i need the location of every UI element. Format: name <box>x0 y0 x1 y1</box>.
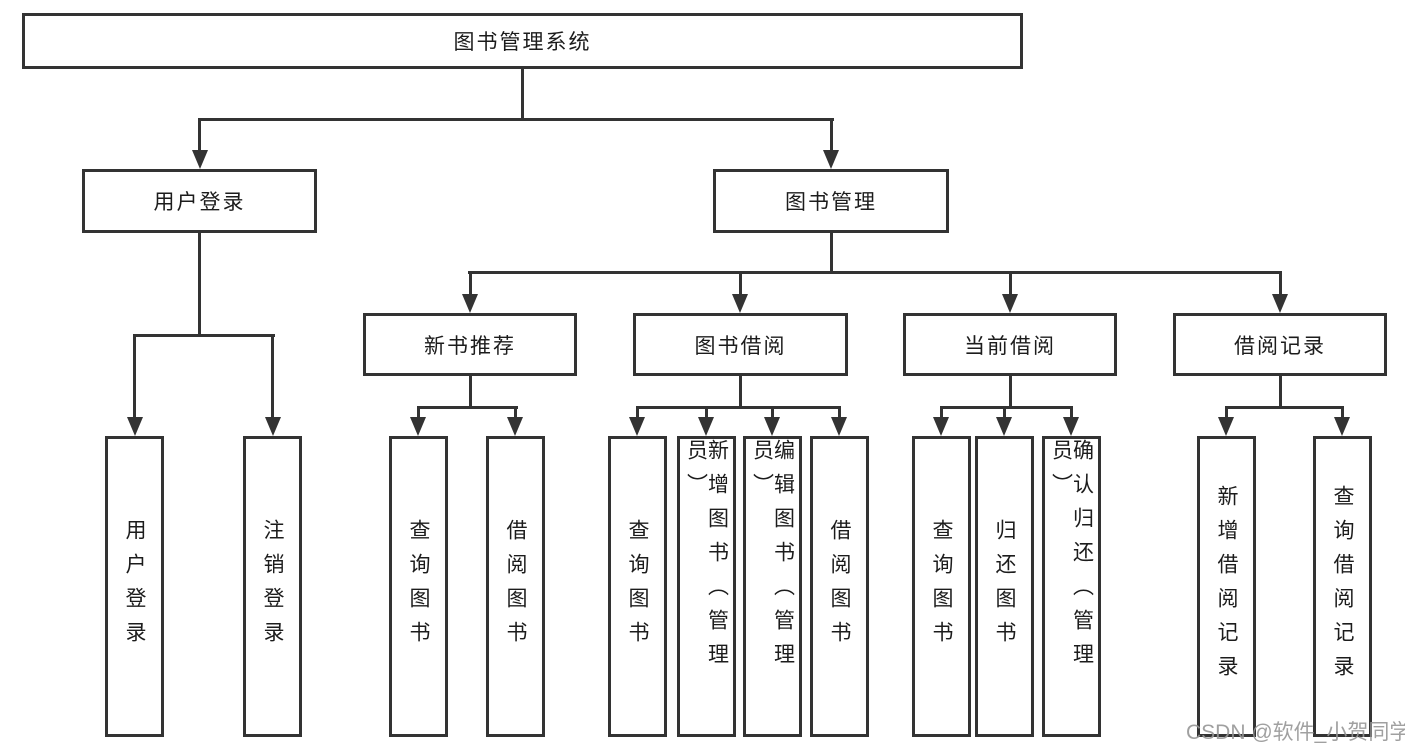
leaf-borrowing-borrow-books-label: 借阅图书 <box>828 518 851 655</box>
leaf-recommend-borrow-books-label: 借阅图书 <box>504 518 527 655</box>
node-current-borrowing: 当前借阅 <box>903 313 1117 376</box>
leaf-query-borrow-record: 查询借阅记录 <box>1313 436 1372 737</box>
connector-line <box>417 409 420 417</box>
connector-line <box>1009 274 1012 294</box>
arrow-down-icon <box>764 417 780 436</box>
connector-line <box>739 274 742 294</box>
connector-line <box>771 409 774 417</box>
connector-line <box>739 376 742 406</box>
leaf-confirm-return-admin-label: 确认归还（管理员） <box>1049 439 1094 677</box>
leaf-current-query-books-label: 查询图书 <box>930 518 953 655</box>
arrow-down-icon <box>1002 294 1018 313</box>
node-new-book-recommend: 新书推荐 <box>363 313 577 376</box>
node-library-system-label: 图书管理系统 <box>453 31 592 54</box>
connector-line <box>636 406 841 409</box>
node-user-login-label: 用户登录 <box>153 191 246 214</box>
csdn-watermark: CSDN @软件_小贺同学 <box>1186 721 1405 744</box>
leaf-recommend-borrow-books: 借阅图书 <box>486 436 545 737</box>
leaf-borrowing-query-books-label: 查询图书 <box>626 518 649 655</box>
connector-line <box>271 337 274 417</box>
arrow-down-icon <box>1272 294 1288 313</box>
leaf-current-query-books: 查询图书 <box>912 436 971 737</box>
node-new-book-recommend-label: 新书推荐 <box>424 334 516 358</box>
arrow-down-icon <box>1218 417 1234 436</box>
arrow-down-icon <box>127 417 143 436</box>
connector-line <box>705 409 708 417</box>
connector-line <box>198 121 201 150</box>
connector-line <box>940 409 943 417</box>
connector-line <box>636 409 639 417</box>
arrow-down-icon <box>410 417 426 436</box>
connector-line <box>514 409 517 417</box>
connector-line <box>198 118 834 121</box>
arrow-down-icon <box>192 150 208 169</box>
arrow-down-icon <box>1334 417 1350 436</box>
leaf-logout: 注销登录 <box>243 436 302 737</box>
node-book-borrowing-label: 图书借阅 <box>694 334 787 358</box>
leaf-recommend-query-books: 查询图书 <box>389 436 448 737</box>
connector-line <box>838 409 841 417</box>
arrow-down-icon <box>732 294 748 313</box>
connector-line <box>521 69 524 118</box>
leaf-recommend-query-books-label: 查询图书 <box>407 518 430 655</box>
leaf-return-books: 归还图书 <box>975 436 1034 737</box>
arrow-down-icon <box>933 417 949 436</box>
node-library-system: 图书管理系统 <box>22 13 1023 69</box>
connector-line <box>468 271 1282 274</box>
leaf-logout-label: 注销登录 <box>261 518 284 655</box>
arrow-down-icon <box>265 417 281 436</box>
arrow-down-icon <box>996 417 1012 436</box>
connector-line <box>1225 406 1344 409</box>
node-book-management-label: 图书管理 <box>785 191 877 214</box>
node-user-login: 用户登录 <box>82 169 317 233</box>
connector-line <box>1341 409 1344 417</box>
connector-line <box>1009 376 1012 406</box>
node-borrowing-records: 借阅记录 <box>1173 313 1387 376</box>
node-book-management: 图书管理 <box>713 169 949 233</box>
arrow-down-icon <box>831 417 847 436</box>
connector-line <box>1279 376 1282 406</box>
connector-line <box>469 376 472 406</box>
leaf-confirm-return-admin: 确认归还（管理员） <box>1042 436 1101 737</box>
arrow-down-icon <box>507 417 523 436</box>
connector-line <box>133 334 275 337</box>
connector-line <box>1003 409 1006 417</box>
leaf-borrowing-query-books: 查询图书 <box>608 436 667 737</box>
connector-line <box>830 233 833 271</box>
connector-line <box>830 121 833 150</box>
arrow-down-icon <box>1063 417 1079 436</box>
connector-line <box>133 337 136 417</box>
leaf-user-login: 用户登录 <box>105 436 164 737</box>
leaf-add-borrow-record-label: 新增借阅记录 <box>1215 484 1238 689</box>
arrow-down-icon <box>629 417 645 436</box>
connector-line <box>469 274 472 294</box>
connector-line <box>417 406 518 409</box>
connector-line <box>1225 409 1228 417</box>
leaf-add-borrow-record: 新增借阅记录 <box>1197 436 1256 737</box>
leaf-user-login-label: 用户登录 <box>123 518 146 655</box>
node-borrowing-records-label: 借阅记录 <box>1234 334 1326 358</box>
connector-line <box>1070 409 1073 417</box>
leaf-add-books-admin: 新增图书（管理员） <box>677 436 736 737</box>
leaf-query-borrow-record-label: 查询借阅记录 <box>1331 484 1354 689</box>
leaf-add-books-admin-label: 新增图书（管理员） <box>684 439 729 677</box>
node-book-borrowing: 图书借阅 <box>633 313 848 376</box>
leaf-edit-books-admin-label: 编辑图书（管理员） <box>750 439 795 677</box>
leaf-return-books-label: 归还图书 <box>993 518 1016 655</box>
connector-line <box>940 406 1073 409</box>
leaf-borrowing-borrow-books: 借阅图书 <box>810 436 869 737</box>
leaf-edit-books-admin: 编辑图书（管理员） <box>743 436 802 737</box>
connector-line <box>198 233 201 334</box>
arrow-down-icon <box>823 150 839 169</box>
node-current-borrowing-label: 当前借阅 <box>964 334 1056 358</box>
connector-line <box>1279 274 1282 294</box>
arrow-down-icon <box>462 294 478 313</box>
arrow-down-icon <box>698 417 714 436</box>
